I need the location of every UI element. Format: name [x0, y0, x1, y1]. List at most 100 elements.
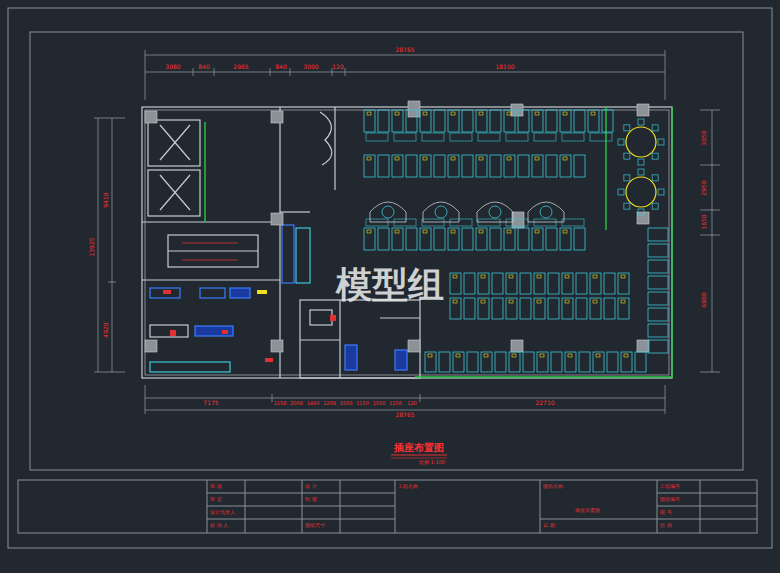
glass-partitions-part: [204, 122, 205, 222]
dimension-lines-part: [108, 282, 116, 283]
socket-symbol: [535, 112, 539, 115]
chair: [364, 228, 375, 250]
chair: [364, 110, 375, 132]
title-block-cell: 图纸尺寸: [305, 523, 325, 528]
chair: [590, 273, 601, 294]
chair: [392, 228, 403, 250]
chair: [574, 155, 585, 177]
dimension-lines-part: [420, 394, 421, 402]
chair: [652, 153, 658, 159]
building-walls-part: [279, 280, 280, 378]
title-underline-part: [391, 458, 447, 459]
socket-symbol: [479, 157, 483, 160]
title-block-cell: 工程编号: [660, 484, 680, 489]
chair: [518, 155, 529, 177]
round-booth: [528, 202, 564, 222]
chair: [492, 273, 503, 294]
sheet-frame-part: [30, 32, 743, 470]
chair: [574, 110, 585, 132]
chair: [652, 125, 658, 131]
dimension-text: 28765: [395, 47, 414, 53]
chair: [462, 110, 473, 132]
socket-row: [453, 275, 625, 278]
chair-row: [450, 273, 629, 294]
chair: [378, 228, 389, 250]
chair: [560, 155, 571, 177]
chair: [476, 228, 487, 250]
chair: [648, 260, 668, 273]
chair: [534, 273, 545, 294]
socket-symbol: [593, 275, 597, 278]
booth-table: [489, 206, 501, 218]
table: [366, 219, 388, 226]
chair: [532, 155, 543, 177]
chair: [434, 155, 445, 177]
stair-marks-part: [182, 260, 238, 261]
title-block-cell: 审 定: [210, 497, 222, 502]
chair: [652, 203, 658, 209]
structural-columns-part: [271, 340, 283, 352]
chair: [607, 352, 618, 372]
chair: [481, 352, 492, 372]
sheet-frame-part: [18, 480, 757, 533]
service-counter-part: [395, 350, 407, 370]
socket-symbol: [537, 275, 541, 278]
dimension-lines: [94, 50, 720, 414]
sheet-frame: [8, 8, 772, 548]
structural-columns-part: [637, 340, 649, 352]
dimension-text: 28765: [395, 412, 414, 418]
chair: [406, 155, 417, 177]
structural-columns-part: [637, 104, 649, 116]
socket-row: [367, 157, 567, 160]
socket-symbol: [591, 112, 595, 115]
scale-note: 比例 1:100: [419, 460, 445, 465]
chair-row: [364, 110, 613, 132]
table: [534, 219, 556, 226]
dimension-text: 1650: [701, 214, 707, 229]
chair: [532, 228, 543, 250]
chair: [624, 203, 630, 209]
chair: [464, 273, 475, 294]
building-walls-part: [148, 170, 200, 216]
building-walls-part: [300, 300, 420, 378]
kitchen-equipment-part: [330, 315, 336, 321]
building-walls-part: [279, 107, 280, 280]
dimension-text: 2965: [233, 64, 248, 70]
socket-symbol: [509, 300, 513, 303]
socket-symbol: [507, 157, 511, 160]
structural-columns-part: [271, 213, 283, 225]
dimension-lines-part: [193, 68, 194, 76]
structural-columns-part: [512, 212, 524, 228]
structural-columns: [145, 101, 649, 352]
dimension-text: 2950: [701, 180, 707, 195]
chair: [518, 228, 529, 250]
dimension-lines-part: [98, 118, 99, 372]
chair: [560, 228, 571, 250]
title-block-cell: 设计负责人: [210, 510, 235, 515]
sheet-frame-part: [8, 8, 772, 548]
chair: [462, 228, 473, 250]
chair: [420, 228, 431, 250]
socket-symbol: [563, 157, 567, 160]
dimension-text: 1460: [307, 401, 320, 406]
socket-symbol: [621, 275, 625, 278]
chair: [476, 110, 487, 132]
sheet-frame-part: [657, 519, 757, 520]
chair: [490, 155, 501, 177]
chair: [520, 298, 531, 319]
chair: [546, 228, 557, 250]
building-walls-part: [160, 175, 190, 210]
socket-symbol: [453, 300, 457, 303]
dimension-text: 1158: [274, 401, 287, 406]
chair: [624, 125, 630, 131]
chair: [490, 228, 501, 250]
stair-marks-part: [182, 243, 238, 244]
service-counter-part: [150, 325, 188, 337]
chair: [624, 175, 630, 181]
chair: [648, 228, 668, 241]
title-block-cell: 比 例: [660, 523, 672, 528]
dimension-text: 1208: [323, 401, 336, 406]
chair: [576, 273, 587, 294]
socket-symbol: [565, 300, 569, 303]
round-booth: [423, 202, 459, 222]
